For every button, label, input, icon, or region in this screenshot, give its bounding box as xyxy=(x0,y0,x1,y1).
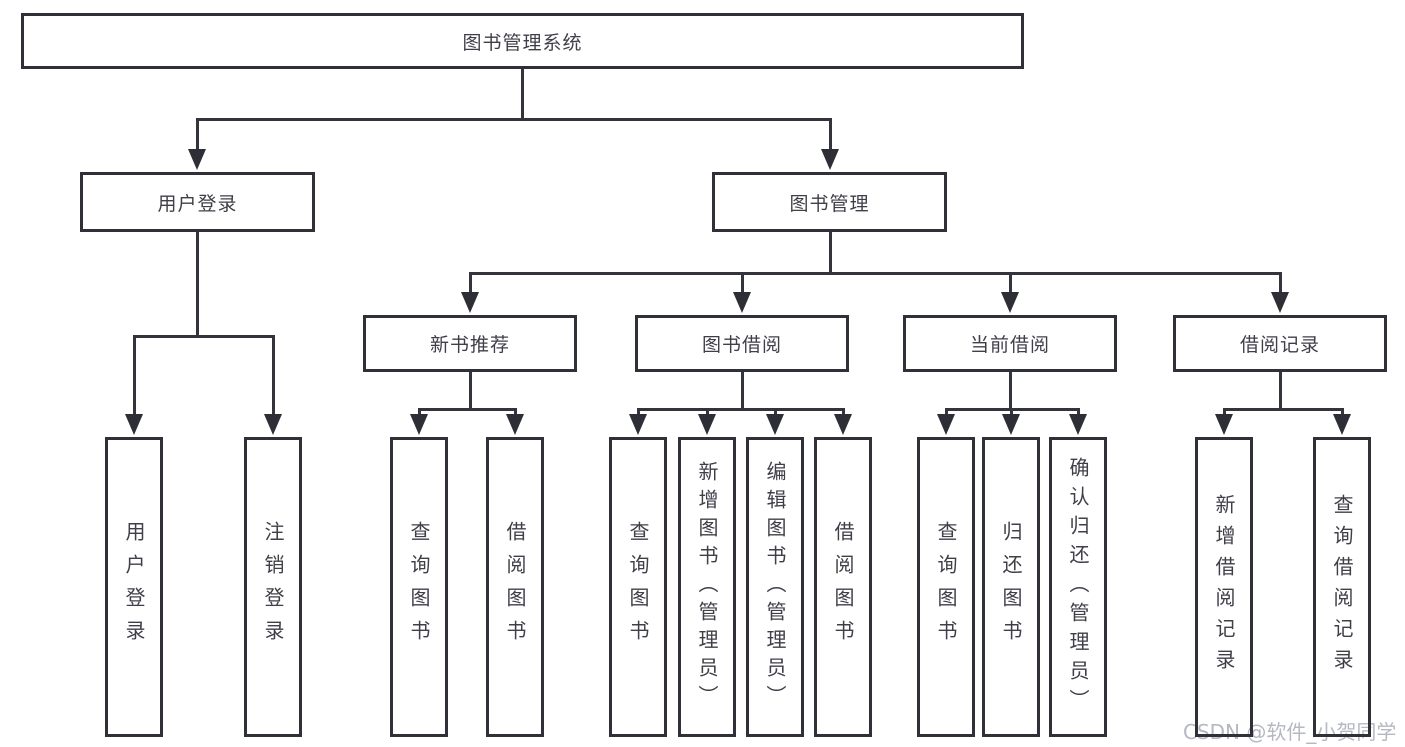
connector-drop-bb-edit xyxy=(774,408,777,417)
connector-book-borrow-stub xyxy=(741,372,744,408)
connector-user-login-stub xyxy=(196,232,199,337)
arrowhead-nb-borrow xyxy=(506,414,524,435)
connector-root-stub xyxy=(521,69,524,118)
leaf-borrow-query: 查询图书 xyxy=(609,437,667,737)
arrowhead-leaf-logout xyxy=(264,414,282,435)
connector-current-borrow-stub xyxy=(1009,372,1012,408)
node-new-books-label: 新书推荐 xyxy=(429,334,510,356)
connector-drop-book-mgmt xyxy=(829,118,832,151)
node-user-login: 用户登录 xyxy=(80,172,315,232)
connector-drop-nb-query xyxy=(418,408,421,417)
arrowhead-leaf-login xyxy=(125,414,143,435)
node-borrow-records: 借阅记录 xyxy=(1173,315,1387,372)
leaf-current-query-label: 查询图书 xyxy=(934,521,958,653)
leaf-newbooks-borrow-label: 借阅图书 xyxy=(503,521,527,653)
connector-drop-cb-return xyxy=(1010,408,1013,417)
leaf-newbooks-borrow: 借阅图书 xyxy=(486,437,544,737)
node-user-login-label: 用户登录 xyxy=(157,192,238,215)
connector-drop-leaf-login xyxy=(133,335,136,416)
connector-book-mgmt-stub xyxy=(829,232,832,274)
connector-book-borrow-bar xyxy=(637,408,845,411)
arrowhead-br-add xyxy=(1215,414,1233,435)
arrowhead-bb-borrow xyxy=(834,414,852,435)
connector-new-books-stub xyxy=(469,372,472,408)
leaf-records-add-label: 新增借阅记录 xyxy=(1212,494,1236,680)
node-new-books: 新书推荐 xyxy=(363,315,577,372)
connector-drop-br-query xyxy=(1341,408,1344,417)
node-book-mgmt-label: 图书管理 xyxy=(789,192,870,215)
node-root-label: 图书管理系统 xyxy=(462,31,583,54)
leaf-borrow-edit-admin: 编辑图书（管理员） xyxy=(746,437,804,737)
node-borrow-records-label: 借阅记录 xyxy=(1239,334,1320,356)
arrowhead-current-borrow xyxy=(1001,292,1019,313)
leaf-user-login: 用户登录 xyxy=(105,437,163,737)
node-book-borrow: 图书借阅 xyxy=(635,315,849,372)
connector-drop-current-borrow xyxy=(1009,272,1012,294)
leaf-current-query: 查询图书 xyxy=(917,437,975,737)
arrowhead-book-mgmt xyxy=(821,149,839,170)
leaf-records-query: 查询借阅记录 xyxy=(1313,437,1371,737)
arrowhead-bb-query xyxy=(629,414,647,435)
leaf-borrow-borrow-label: 借阅图书 xyxy=(831,521,855,653)
leaf-current-return-label: 归还图书 xyxy=(999,521,1023,653)
connector-drop-borrow-records xyxy=(1279,272,1282,294)
connector-drop-bb-add xyxy=(706,408,709,417)
leaf-records-query-label: 查询借阅记录 xyxy=(1330,494,1354,680)
leaf-borrow-add-admin-label: 新增图书（管理员） xyxy=(695,461,719,713)
node-root: 图书管理系统 xyxy=(21,13,1024,69)
arrowhead-bb-edit xyxy=(766,414,784,435)
arrowhead-cb-return xyxy=(1002,414,1020,435)
leaf-current-confirm-admin-label: 确认归还（管理员） xyxy=(1066,456,1090,718)
connector-drop-leaf-logout xyxy=(272,335,275,416)
leaf-logout-label: 注销登录 xyxy=(261,521,285,653)
connector-drop-nb-borrow xyxy=(514,408,517,417)
leaf-current-return: 归还图书 xyxy=(982,437,1040,737)
arrowhead-book-borrow xyxy=(733,292,751,313)
connector-drop-book-borrow xyxy=(741,272,744,294)
leaf-user-login-label: 用户登录 xyxy=(122,521,146,653)
arrowhead-borrow-records xyxy=(1271,292,1289,313)
connector-drop-new-books xyxy=(469,272,472,294)
connector-drop-cb-confirm xyxy=(1077,408,1080,417)
connector-level3-bar xyxy=(469,272,1282,275)
arrowhead-cb-query xyxy=(937,414,955,435)
connector-drop-cb-query xyxy=(945,408,948,417)
connector-drop-bb-query xyxy=(637,408,640,417)
arrowhead-bb-add xyxy=(698,414,716,435)
leaf-borrow-edit-admin-label: 编辑图书（管理员） xyxy=(763,461,787,713)
leaf-newbooks-query-label: 查询图书 xyxy=(407,521,431,653)
leaf-logout: 注销登录 xyxy=(244,437,302,737)
leaf-borrow-borrow: 借阅图书 xyxy=(814,437,872,737)
arrowhead-new-books xyxy=(461,292,479,313)
node-book-mgmt: 图书管理 xyxy=(712,172,947,232)
connector-drop-bb-borrow xyxy=(842,408,845,417)
connector-drop-user-login xyxy=(196,118,199,151)
connector-user-login-bar xyxy=(133,335,275,338)
connector-borrow-records-stub xyxy=(1279,372,1282,408)
connector-new-books-bar xyxy=(418,408,517,411)
arrowhead-br-query xyxy=(1333,414,1351,435)
leaf-current-confirm-admin: 确认归还（管理员） xyxy=(1049,437,1107,737)
node-current-borrow: 当前借阅 xyxy=(903,315,1117,372)
node-current-borrow-label: 当前借阅 xyxy=(969,334,1050,356)
connector-borrow-records-bar xyxy=(1223,408,1344,411)
arrowhead-cb-confirm xyxy=(1069,414,1087,435)
leaf-newbooks-query: 查询图书 xyxy=(390,437,448,737)
node-book-borrow-label: 图书借阅 xyxy=(701,334,782,356)
arrowhead-user-login xyxy=(188,149,206,170)
leaf-records-add: 新增借阅记录 xyxy=(1195,437,1253,737)
connector-drop-br-add xyxy=(1223,408,1226,417)
csdn-watermark: CSDN @软件_小贺同学 xyxy=(1183,720,1397,744)
leaf-borrow-add-admin: 新增图书（管理员） xyxy=(678,437,736,737)
leaf-borrow-query-label: 查询图书 xyxy=(626,521,650,653)
connector-level2-bar xyxy=(196,118,832,121)
arrowhead-nb-query xyxy=(410,414,428,435)
